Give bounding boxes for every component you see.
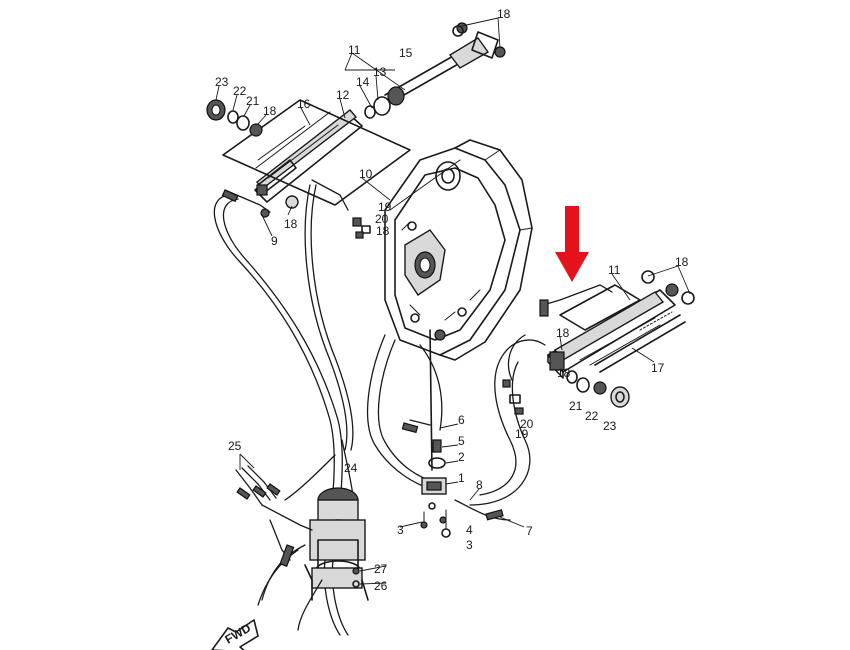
part-callout-4: 4 <box>466 523 473 537</box>
part-callout-21: 21 <box>569 399 583 413</box>
part-callout-5: 5 <box>458 434 465 448</box>
part-callout-3: 3 <box>466 538 473 552</box>
electric-motor <box>257 487 369 631</box>
part-callout-15: 15 <box>399 46 413 60</box>
wire-harness <box>235 465 313 567</box>
upper-seal-stack <box>206 99 263 137</box>
part-callout-13: 13 <box>373 65 387 79</box>
part-callout-17: 17 <box>651 361 665 375</box>
part-callout-7: 7 <box>526 524 533 538</box>
trim-cylinder-right <box>539 270 695 379</box>
part-callout-25: 25 <box>228 439 242 453</box>
part-callout-16: 16 <box>297 97 311 111</box>
part-callout-26: 26 <box>374 579 388 593</box>
part-callout-23: 23 <box>215 75 229 89</box>
part-callout-18: 18 <box>675 255 689 269</box>
clamp-bracket <box>384 139 533 471</box>
fwd-label: FWD <box>223 621 254 647</box>
part-callout-1: 1 <box>458 471 465 485</box>
part-callout-3: 3 <box>397 523 404 537</box>
leader-lines <box>215 17 691 585</box>
part-callout-22: 22 <box>585 409 599 423</box>
part-callout-14: 14 <box>356 75 370 89</box>
part-callout-20: 20 <box>520 417 534 431</box>
part-callout-20: 20 <box>375 212 389 226</box>
part-callout-11: 11 <box>348 43 361 57</box>
upper-trim-cylinder <box>222 99 411 206</box>
lower-seal-stack <box>566 370 630 408</box>
part-callout-11: 11 <box>608 263 621 277</box>
part-callout-9: 9 <box>271 234 278 248</box>
part-callout-21: 21 <box>246 94 260 108</box>
red-indicator-arrow <box>555 206 589 282</box>
part-callout-22: 22 <box>233 84 247 98</box>
part-callout-18: 18 <box>263 104 277 118</box>
fwd-direction-arrow: FWD <box>211 619 259 650</box>
part-callout-27: 27 <box>374 562 388 576</box>
part-callout-23: 23 <box>603 419 617 433</box>
part-callout-18: 18 <box>556 326 570 340</box>
part-callout-18: 18 <box>497 7 511 21</box>
part-callout-10: 10 <box>359 167 373 181</box>
valve-assembly <box>420 439 451 538</box>
part-callout-12: 12 <box>336 88 350 102</box>
part-callout-19: 19 <box>515 427 529 441</box>
part-callout-6: 6 <box>458 413 465 427</box>
part-callout-18: 18 <box>557 366 571 380</box>
part-callout-8: 8 <box>476 478 483 492</box>
part-callout-19: 19 <box>378 200 392 214</box>
upper-piston-rod <box>364 22 506 119</box>
part-callout-18: 18 <box>284 217 298 231</box>
part-callout-2: 2 <box>458 450 465 464</box>
part-callout-24: 24 <box>344 461 358 475</box>
part-callout-18: 18 <box>376 224 390 238</box>
hose-clamp-left <box>260 195 371 239</box>
